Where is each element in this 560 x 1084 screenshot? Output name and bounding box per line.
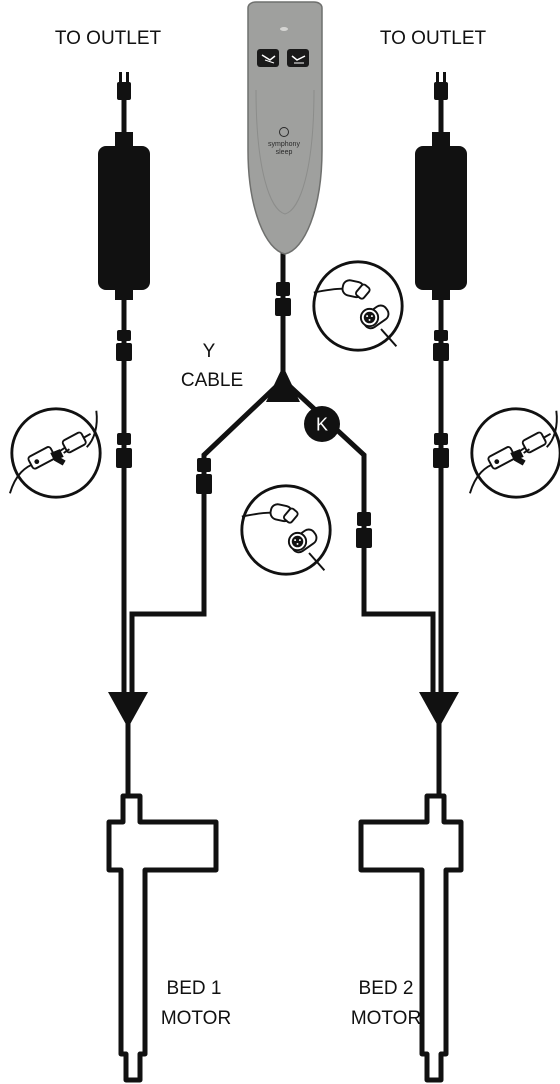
label-to-outlet-right: TO OUTLET [380, 28, 487, 49]
arrow-to-bed1-motor [108, 692, 148, 728]
brand-name-line1: symphony [268, 141, 300, 148]
connector-icon [356, 528, 372, 548]
remote-button-head-icon [257, 49, 279, 67]
inset-din-detail-middle [240, 484, 332, 576]
connector-icon [117, 330, 131, 341]
label-bed1-line1: BED 1 [167, 978, 222, 999]
wall-plug-left-icon [117, 72, 131, 100]
connector-icon [433, 448, 449, 468]
y-cable-left-branch [129, 378, 285, 700]
y-cable-splitter [266, 366, 300, 402]
inset-plug-detail-right [468, 407, 560, 499]
connector-icon [197, 458, 211, 472]
label-bed1-line2: MOTOR [161, 1008, 231, 1029]
connector-icon [117, 433, 131, 445]
inset-plug-detail-left [8, 407, 102, 499]
connector-marker-badge [304, 406, 340, 442]
power-supply-right [415, 132, 467, 300]
arrow-to-bed2-motor [419, 692, 459, 728]
wall-plug-right-icon [434, 72, 448, 100]
power-supply-left [98, 132, 150, 300]
bed2-motor-icon [358, 793, 464, 1083]
connector-icon [275, 298, 291, 316]
inline-connectors [116, 282, 449, 548]
label-y-cable-line1: Y [203, 341, 216, 362]
connector-icon [276, 282, 290, 296]
connector-icon [357, 512, 371, 526]
connector-icon [434, 330, 448, 341]
inset-din-detail-top [312, 260, 404, 352]
connector-icon [116, 343, 132, 361]
connector-marker: K [304, 406, 340, 442]
brand-logo-icon [279, 127, 289, 137]
connector-marker-label: K [316, 415, 328, 435]
label-bed2-line1: BED 2 [359, 978, 414, 999]
brand-name-line2: sleep [276, 149, 293, 156]
connector-icon [116, 448, 132, 468]
connector-icon [434, 433, 448, 445]
connector-icon [433, 343, 449, 361]
label-y-cable-line2: CABLE [181, 370, 243, 391]
label-to-outlet-left: TO OUTLET [55, 28, 162, 49]
bed1-motor-icon [106, 793, 219, 1083]
label-bed2-line2: MOTOR [351, 1008, 421, 1029]
remote-button-foot-icon [287, 49, 309, 67]
connector-icon [196, 474, 212, 494]
remote-control: symphony sleep [247, 1, 323, 255]
